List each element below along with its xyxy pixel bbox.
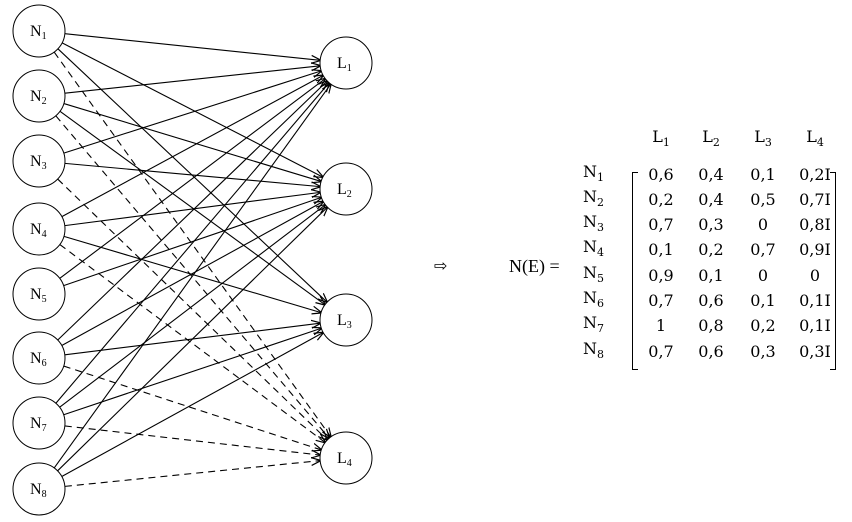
matrix-cell: 0,6 xyxy=(648,165,674,184)
matrix-cell: 1 xyxy=(655,316,667,335)
edge-n7-l2 xyxy=(59,205,326,408)
matrix-cell: 0,2 xyxy=(750,316,776,335)
matrix-cell: 0 xyxy=(809,266,821,285)
edge-n6-l4 xyxy=(63,365,322,450)
matrix-cell: 0,1I xyxy=(799,291,831,310)
matrix-cell: 0,7I xyxy=(799,190,831,209)
edge-n2-l3 xyxy=(59,110,325,304)
edge-n8-l2 xyxy=(57,207,328,472)
source-node-6: N6 xyxy=(12,331,66,385)
matrix-cell: 0,3 xyxy=(698,215,724,234)
matrix-name: N(E) = xyxy=(509,256,560,276)
source-node-5: N5 xyxy=(12,267,66,321)
edge-n1-l1 xyxy=(64,33,320,61)
matrix-cell: 0,9I xyxy=(799,240,831,259)
matrix-column-header: L1 xyxy=(652,127,670,150)
matrix-row-header: N8 xyxy=(583,339,604,362)
matrix-cell: 0,3I xyxy=(799,342,831,361)
edge-n7-l3 xyxy=(63,328,322,416)
edge-n3-l4 xyxy=(57,178,328,440)
matrix-cell: 0,2I xyxy=(799,165,831,184)
edge-n1-l4 xyxy=(53,51,331,437)
matrix-cell: 0,1 xyxy=(648,240,674,259)
matrix-left-bracket xyxy=(632,172,638,370)
matrix-column-header: L3 xyxy=(754,127,772,150)
edge-n8-l4 xyxy=(64,461,320,487)
edge-n8-l1 xyxy=(53,84,331,469)
matrix-cell: 0 xyxy=(757,266,769,285)
matrix-cell: 0,1 xyxy=(698,266,724,285)
source-node-8: N8 xyxy=(12,462,66,516)
matrix-row-header: N2 xyxy=(583,187,604,210)
edge-n8-l3 xyxy=(61,333,323,477)
matrix-cell: 0,1 xyxy=(750,291,776,310)
matrix-cell: 0,4 xyxy=(698,165,724,184)
matrix-cell: 0,7 xyxy=(648,291,674,310)
source-node-7: N7 xyxy=(12,396,66,450)
matrix-row-header: N7 xyxy=(583,313,604,336)
target-node-3: L3 xyxy=(319,293,373,347)
matrix-cell: 0,7 xyxy=(648,215,674,234)
edge-n4-l2 xyxy=(64,192,320,227)
matrix-right-bracket xyxy=(830,172,836,370)
matrix-cell: 0,1I xyxy=(799,316,831,335)
matrix-column-header: L4 xyxy=(806,127,824,150)
matrix-row-header: N1 xyxy=(583,162,604,185)
edge-n2-l4 xyxy=(55,115,329,438)
matrix-cell: 0 xyxy=(757,215,769,234)
edge-n3-l1 xyxy=(63,71,321,154)
matrix-cell: 0,9 xyxy=(648,266,674,285)
edge-n6-l1 xyxy=(57,81,328,341)
edge-n2-l1 xyxy=(64,66,320,94)
matrix-cell: 0,5 xyxy=(750,190,776,209)
edge-n3-l2 xyxy=(64,162,320,186)
matrix-cell: 0,1 xyxy=(750,165,776,184)
matrix-cell: 0,8I xyxy=(799,215,831,234)
matrix-row-header: N5 xyxy=(583,263,604,286)
edge-n6-l2 xyxy=(61,202,323,346)
source-node-1: N1 xyxy=(12,4,66,58)
matrix-column-header: L2 xyxy=(702,127,720,150)
matrix-cell: 0,7 xyxy=(750,240,776,259)
source-node-2: N2 xyxy=(12,69,66,123)
edge-n5-l2 xyxy=(63,197,322,287)
matrix-cell: 0,2 xyxy=(648,190,674,209)
source-node-4: N4 xyxy=(12,202,66,256)
edge-n4-l3 xyxy=(63,235,321,312)
matrix-cell: 0,7 xyxy=(648,342,674,361)
target-node-1: L1 xyxy=(319,36,373,90)
edge-n5-l1 xyxy=(59,79,325,279)
edge-n7-l4 xyxy=(64,425,320,455)
matrix-cell: 0,2 xyxy=(698,240,724,259)
matrix-cell: 0,4 xyxy=(698,190,724,209)
matrix-row-header: N6 xyxy=(583,288,604,311)
matrix-cell: 0,3 xyxy=(750,342,776,361)
matrix-row-header: N4 xyxy=(583,237,604,260)
matrix-row-header: N3 xyxy=(583,212,604,235)
matrix-cell: 0,6 xyxy=(698,342,724,361)
source-node-3: N3 xyxy=(12,134,66,188)
edge-n4-l1 xyxy=(61,75,323,218)
edge-n7-l1 xyxy=(55,83,329,404)
edge-n2-l2 xyxy=(63,103,321,182)
matrix-cell: 0,6 xyxy=(698,291,724,310)
target-node-2: L2 xyxy=(319,162,373,216)
implies-arrow-icon: ⇨ xyxy=(434,256,448,275)
matrix-cell: 0,8 xyxy=(698,316,724,335)
target-node-4: L4 xyxy=(319,431,373,485)
